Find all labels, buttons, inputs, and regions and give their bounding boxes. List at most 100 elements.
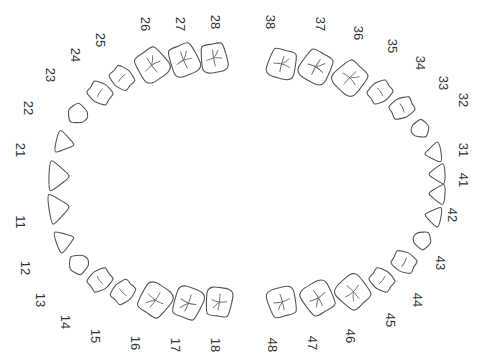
tooth-number: 17	[169, 338, 182, 352]
tooth-outline	[199, 42, 230, 75]
tooth-number: 11	[14, 215, 27, 229]
tooth-number: 48	[266, 338, 279, 352]
tooth-number: 15	[89, 329, 102, 343]
tooth	[47, 192, 71, 225]
tooth-number: 47	[306, 336, 319, 350]
tooth-fissure	[180, 299, 196, 306]
tooth-outline	[424, 142, 443, 164]
tooth	[199, 42, 230, 75]
tooth	[428, 184, 445, 205]
tooth-outline	[428, 184, 445, 205]
tooth-outline	[411, 229, 434, 252]
tooth	[411, 229, 434, 252]
tooth-outline	[429, 164, 446, 185]
tooth-fissure	[277, 303, 284, 311]
tooth-outline	[65, 101, 91, 127]
tooth-number: 25	[94, 33, 107, 47]
tooth	[429, 164, 446, 185]
tooth-fissure	[313, 290, 323, 306]
tooth-number: 16	[129, 336, 142, 350]
tooth-outline	[423, 205, 442, 228]
tooth-fissure	[213, 50, 219, 57]
tooth-outline	[295, 46, 336, 88]
tooth-number: 46	[344, 329, 357, 343]
tooth-fissure	[280, 294, 285, 310]
tooth-outline	[85, 78, 115, 107]
tooth	[389, 248, 419, 276]
tooth-fissure	[150, 293, 161, 308]
tooth	[367, 265, 398, 295]
tooth	[134, 279, 176, 321]
tooth-outline	[265, 284, 300, 319]
tooth-fissure	[185, 295, 192, 312]
tooth-number: 35	[386, 39, 399, 53]
tooth-number: 27	[174, 17, 187, 31]
tooth-number: 14	[59, 315, 72, 329]
tooth-fissure	[345, 285, 359, 298]
tooth-outline	[389, 248, 419, 276]
tooth	[131, 44, 173, 87]
tooth-fissure	[180, 302, 188, 310]
tooth	[331, 270, 374, 313]
tooth-outline	[169, 283, 206, 322]
tooth-number: 23	[44, 68, 57, 82]
tooth-number: 22	[22, 101, 35, 115]
tooth-fissure	[279, 56, 284, 72]
tooth	[295, 46, 336, 88]
tooth	[85, 78, 115, 107]
tooth-fissure	[342, 72, 356, 86]
tooth-number: 21	[14, 143, 27, 157]
tooth-fissure	[146, 58, 157, 73]
tooth-outline	[134, 279, 176, 321]
tooth-fissure	[313, 299, 322, 308]
tooth-number: 45	[384, 313, 397, 327]
tooth-number: 26	[139, 17, 152, 31]
tooth-fissure	[316, 60, 325, 69]
tooth-outline	[54, 130, 76, 156]
tooth-outline	[328, 57, 371, 100]
tooth-outline	[131, 44, 173, 87]
tooth-outline	[265, 47, 300, 82]
tooth	[65, 250, 92, 277]
tooth-fissure	[218, 294, 221, 311]
tooth-number: 24	[69, 48, 82, 62]
tooth	[297, 277, 339, 319]
tooth-fissure	[379, 276, 386, 284]
tooth-fissure	[213, 302, 219, 309]
tooth-fissure	[148, 294, 164, 305]
tooth-fissure	[180, 52, 187, 69]
tooth-outline	[297, 277, 339, 319]
tooth-fissure	[377, 87, 383, 96]
tooth-outline	[85, 265, 115, 295]
tooth-number: 38	[264, 15, 277, 29]
tooth	[85, 265, 115, 295]
tooth-outline	[331, 270, 374, 313]
tooth-outline	[165, 40, 203, 79]
tooth	[265, 47, 300, 82]
tooth	[107, 63, 138, 93]
tooth-outline	[387, 94, 417, 122]
tooth-number: 36	[352, 26, 365, 40]
tooth-number: 42	[446, 208, 459, 222]
tooth-number: 34	[414, 56, 427, 70]
tooth	[169, 283, 206, 322]
tooth-fissure	[119, 288, 127, 296]
tooth-fissure	[307, 63, 323, 73]
tooth-fissure	[181, 51, 189, 59]
tooth	[328, 57, 371, 100]
tooth-outline	[409, 118, 432, 141]
tooth	[48, 161, 69, 192]
tooth-number: 41	[457, 173, 470, 187]
tooth-outline	[107, 63, 138, 93]
tooth-fissure	[212, 50, 215, 67]
tooth-number: 31	[457, 143, 470, 157]
tooth-number: 18	[209, 338, 222, 352]
tooth	[424, 142, 443, 164]
tooth-outline	[53, 227, 77, 254]
tooth-fissure	[96, 276, 102, 285]
tooth-number: 43	[434, 256, 447, 270]
tooth-fissure	[311, 59, 320, 75]
tooth-outline	[367, 265, 398, 295]
tooth-fissure	[146, 297, 155, 306]
